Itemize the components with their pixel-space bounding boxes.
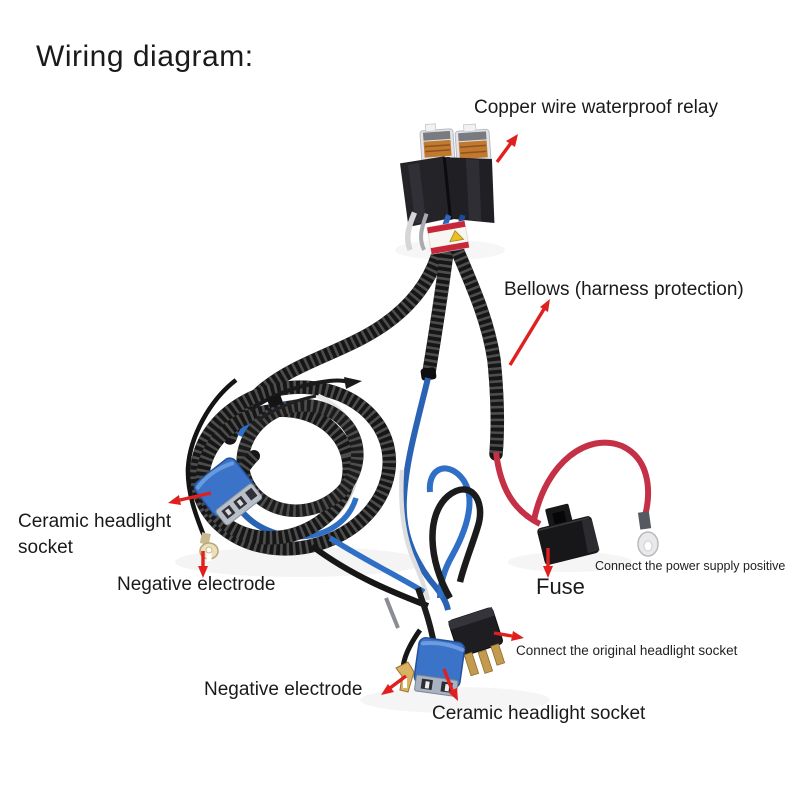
label-ceramic-socket-bottom: Ceramic headlight socket [432,703,646,724]
label-negative-electrode-left: Negative electrode [117,574,276,595]
label-power-supply-positive: Connect the power supply positive [595,559,786,573]
arrow-ceramic-left [168,491,212,505]
fuse-holder [537,503,600,565]
ring-terminal-positive [637,511,659,557]
harness-label-tape [426,220,470,255]
arrow-fuse [543,548,553,578]
arrow-original-socket [493,631,524,641]
arrow-bellows [508,299,550,366]
annotation-arrows [168,134,553,701]
ceramic-socket-left [193,450,263,526]
page-title: Wiring diagram: [36,40,254,73]
bellows-tube-middle [420,245,454,381]
power-wire-red [493,439,652,527]
arrow-ceramic-bottom [442,668,458,701]
arrow-negative-left [198,551,208,578]
label-relay: Copper wire waterproof relay [474,97,718,118]
ceramic-socket-bottom [413,637,466,697]
bellows-tube-right [451,245,505,461]
arrow-relay [495,134,518,164]
label-original-headlight-socket: Connect the original headlight socket [516,643,738,658]
label-fuse: Fuse [536,574,585,599]
label-ceramic-socket-left: Ceramic headlight socket [18,511,172,558]
label-bellows: Bellows (harness protection) [504,279,744,300]
label-negative-electrode-bottom: Negative electrode [204,679,363,700]
bellows-tube-left-coil [189,244,446,556]
negative-electrode-left [185,378,238,561]
cable-tie [248,377,362,422]
arrow-negative-bottom [381,674,408,695]
